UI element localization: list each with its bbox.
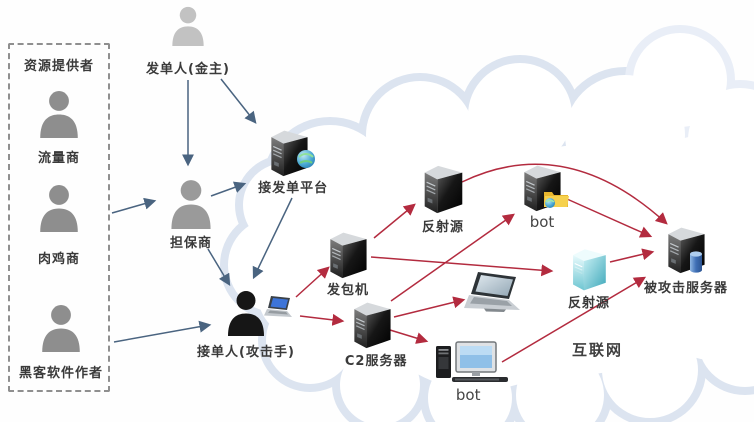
watermark-text: 天下数据 xyxy=(554,119,674,150)
folder-globe-icon xyxy=(542,187,570,209)
guarantor-label: 担保商 xyxy=(169,236,213,251)
broiler-provider-label: 肉鸡商 xyxy=(37,252,81,267)
hacker-author-label: 黑客软件作者 xyxy=(18,366,104,381)
arrow-c2-to-laptop xyxy=(393,296,466,318)
arrow-bot-top-to-target xyxy=(566,198,653,238)
person-icon xyxy=(40,304,82,352)
node-bot-bottom: bot xyxy=(434,340,510,404)
issuer-label: 发单人(金主) xyxy=(146,62,230,77)
watermark-logo-icon xyxy=(512,113,550,151)
target-server-label: 被攻击服务器 xyxy=(643,281,729,296)
node-c2-server: C2服务器 xyxy=(345,298,406,369)
desktop-computer-icon xyxy=(434,340,510,388)
person-icon xyxy=(38,184,80,232)
attacker-label: 接单人(攻击手) xyxy=(197,345,295,360)
person-icon xyxy=(170,6,206,46)
person-icon xyxy=(169,179,213,229)
internet-label: 互联网 xyxy=(572,341,624,359)
server-icon xyxy=(327,228,369,280)
node-platform: 接发单平台 xyxy=(258,126,327,196)
node-broiler-provider: 肉鸡商 xyxy=(38,184,80,267)
arrow-attacker-to-sender xyxy=(295,266,330,298)
laptop-icon xyxy=(462,272,524,316)
node-target-server: 被攻击服务器 xyxy=(644,223,727,296)
arrow-hacker-author-to-attacker xyxy=(113,320,212,343)
node-attacker: 接单人(攻击手) xyxy=(197,290,294,360)
arrow-sender-to-reflector-top xyxy=(373,203,416,239)
person-icon-black xyxy=(226,290,266,336)
arrow-guarantor-to-attacker xyxy=(207,248,231,287)
node-traffic-provider: 流量商 xyxy=(38,90,80,166)
node-reflector-top: 反射源 xyxy=(421,161,465,235)
arrow-attacker-to-c2 xyxy=(299,313,345,326)
node-hacker-author: 黑客软件作者 xyxy=(19,304,102,381)
node-reflector-right: 反射源 xyxy=(568,245,609,311)
reflector-right-label: 反射源 xyxy=(567,296,611,311)
arrow-sender-to-reflector-right xyxy=(370,256,554,277)
arrow-platform-to-attacker xyxy=(252,197,293,280)
node-guarantor: 担保商 xyxy=(169,179,213,251)
server-teal-icon xyxy=(570,245,608,292)
platform-label: 接发单平台 xyxy=(258,181,329,196)
arrow-issuer-to-platform xyxy=(220,78,257,124)
bot-top-label: bot xyxy=(529,213,555,231)
sender-label: 发包机 xyxy=(326,283,370,298)
node-issuer: 发单人(金主) xyxy=(146,6,229,77)
resource-provider-title: 资源提供者 xyxy=(23,59,95,74)
globe-icon xyxy=(296,149,316,169)
node-sender: 发包机 xyxy=(327,228,369,298)
arrow-guarantor-to-platform xyxy=(210,181,247,197)
bot-bottom-label: bot xyxy=(455,386,481,404)
watermark: 天下数据 xyxy=(512,112,674,151)
reflector-top-label: 反射源 xyxy=(421,220,465,235)
server-icon xyxy=(421,161,465,215)
node-bot-top: bot xyxy=(521,161,563,231)
person-icon xyxy=(38,90,80,138)
c2-server-label: C2服务器 xyxy=(344,354,408,369)
traffic-provider-label: 流量商 xyxy=(37,151,81,166)
attacker-laptop-icon xyxy=(264,296,294,320)
arrow-reflector-right-to-target xyxy=(609,248,655,263)
database-cylinder-icon xyxy=(688,250,704,274)
arrow-providers-to-guarantor xyxy=(111,197,157,214)
server-icon xyxy=(351,298,393,350)
resource-provider-group: 资源提供者 xyxy=(8,43,110,392)
arrow-c2-to-bot-bottom xyxy=(389,329,429,344)
